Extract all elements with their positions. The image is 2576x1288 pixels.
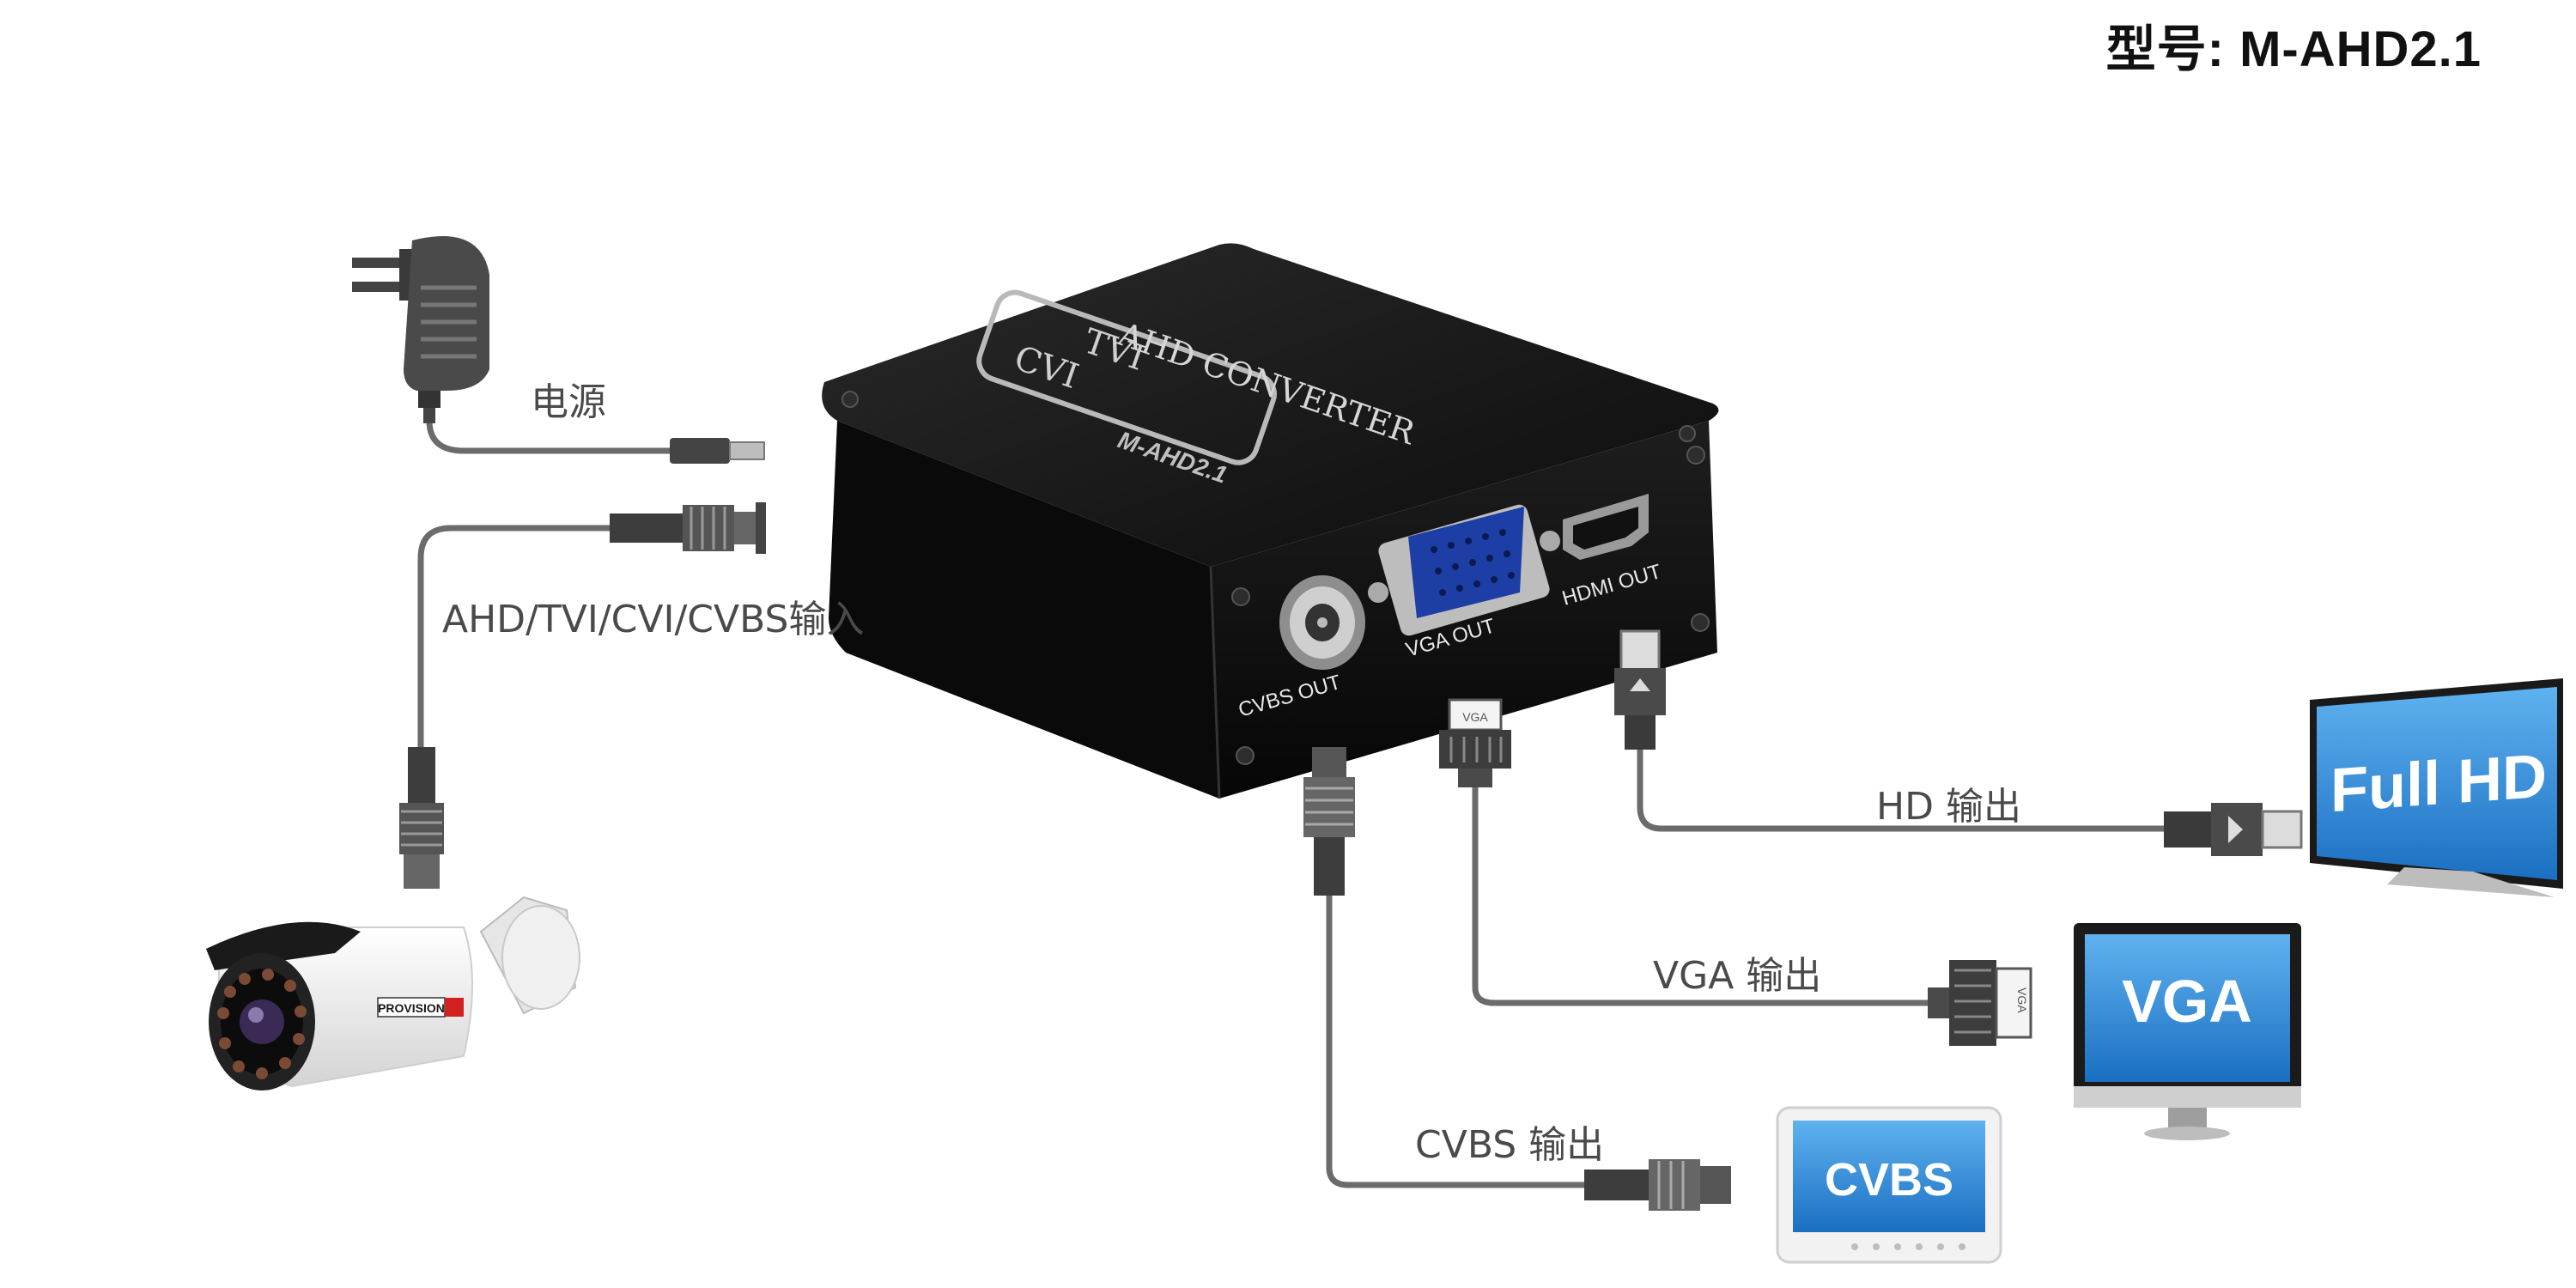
model-title: 型号: M-AHD2.1 <box>2105 21 2482 77</box>
input-cable <box>417 525 622 759</box>
fullhd-screen-text: Full HD <box>2330 742 2547 826</box>
vga-plug-tag-display: VGA <box>2015 987 2029 1013</box>
cvbs-screen-text: CVBS <box>1825 1154 1953 1206</box>
label-power: 电源 <box>531 380 606 424</box>
label-cvbs-output: CVBS 输出 <box>1415 1123 1605 1167</box>
vga-screen-text: VGA <box>2122 968 2252 1035</box>
camera-brand-text: PROVISION <box>378 1001 445 1015</box>
hdmi-out-cable <box>1637 744 2176 832</box>
power-adapter <box>352 236 489 423</box>
vga-plug-tag-top: VGA <box>1462 710 1488 724</box>
vga-out-cable <box>1472 782 1935 1006</box>
dc-plug <box>670 438 765 464</box>
fullhd-tv: Full HD <box>2310 678 2563 897</box>
hdmi-plug-device <box>1614 629 1666 750</box>
bnc-plug-display <box>1584 1159 1731 1211</box>
hdmi-port <box>1563 494 1649 560</box>
cvbs-port <box>1279 575 1365 670</box>
camera-bnc-connector <box>399 747 444 889</box>
hdmi-plug-display <box>2164 803 2303 856</box>
label-hd-output: HD 输出 <box>1876 785 2021 829</box>
cctv-camera: PROVISION <box>206 896 580 1091</box>
input-bnc-connector <box>610 502 766 554</box>
cables <box>417 357 2176 1188</box>
cvbs-out-cable <box>1326 890 1592 1188</box>
vga-port <box>1368 504 1560 636</box>
converter-device: TVI CVI AHD CONVERTER M-AHD2.1 <box>822 243 1719 799</box>
label-input: AHD/TVI/CVI/CVBS输入 <box>442 598 865 641</box>
vga-plug-display: VGA <box>1928 960 2032 1046</box>
bnc-plug-device <box>1303 747 1355 896</box>
vga-monitor: VGA <box>2074 923 2301 1140</box>
vga-plug-device: VGA <box>1439 698 1511 787</box>
label-vga-output: VGA 输出 <box>1653 954 1822 998</box>
cvbs-monitor: CVBS <box>1776 1106 2002 1264</box>
